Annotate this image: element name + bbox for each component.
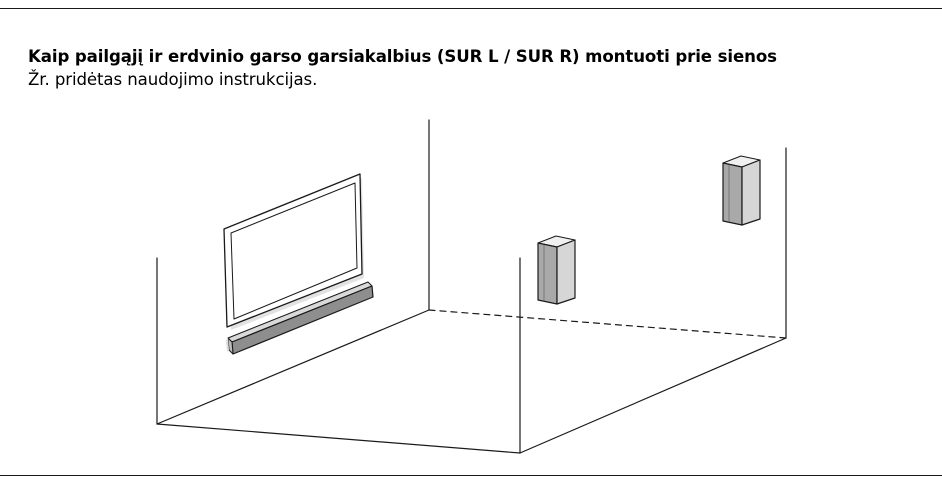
room-corner <box>156 119 787 454</box>
floor-front-edge <box>156 423 521 454</box>
tv-screen <box>230 182 358 320</box>
tv <box>223 173 364 330</box>
left-wall-floor-edge <box>156 309 430 425</box>
floor-right-edge <box>519 337 787 454</box>
speaker-right-front <box>722 162 743 226</box>
speaker-right-side <box>741 159 761 226</box>
speaker-left-front <box>537 242 558 305</box>
speaker-left-side <box>556 239 576 305</box>
instruction-text: Žr. pridėtas naudojimo instrukcijas. <box>28 70 318 89</box>
hidden-floor-edge <box>428 309 787 339</box>
soundbar-end <box>227 337 234 355</box>
section-heading: Kaip pailgąjį ir erdvinio garso garsiaka… <box>28 47 777 66</box>
surround-speaker-left <box>537 235 576 305</box>
bottom-divider <box>0 475 942 476</box>
top-divider <box>0 8 942 9</box>
soundbar-shadow <box>226 338 229 352</box>
soundbar <box>226 281 374 355</box>
surround-speaker-right <box>722 155 761 226</box>
